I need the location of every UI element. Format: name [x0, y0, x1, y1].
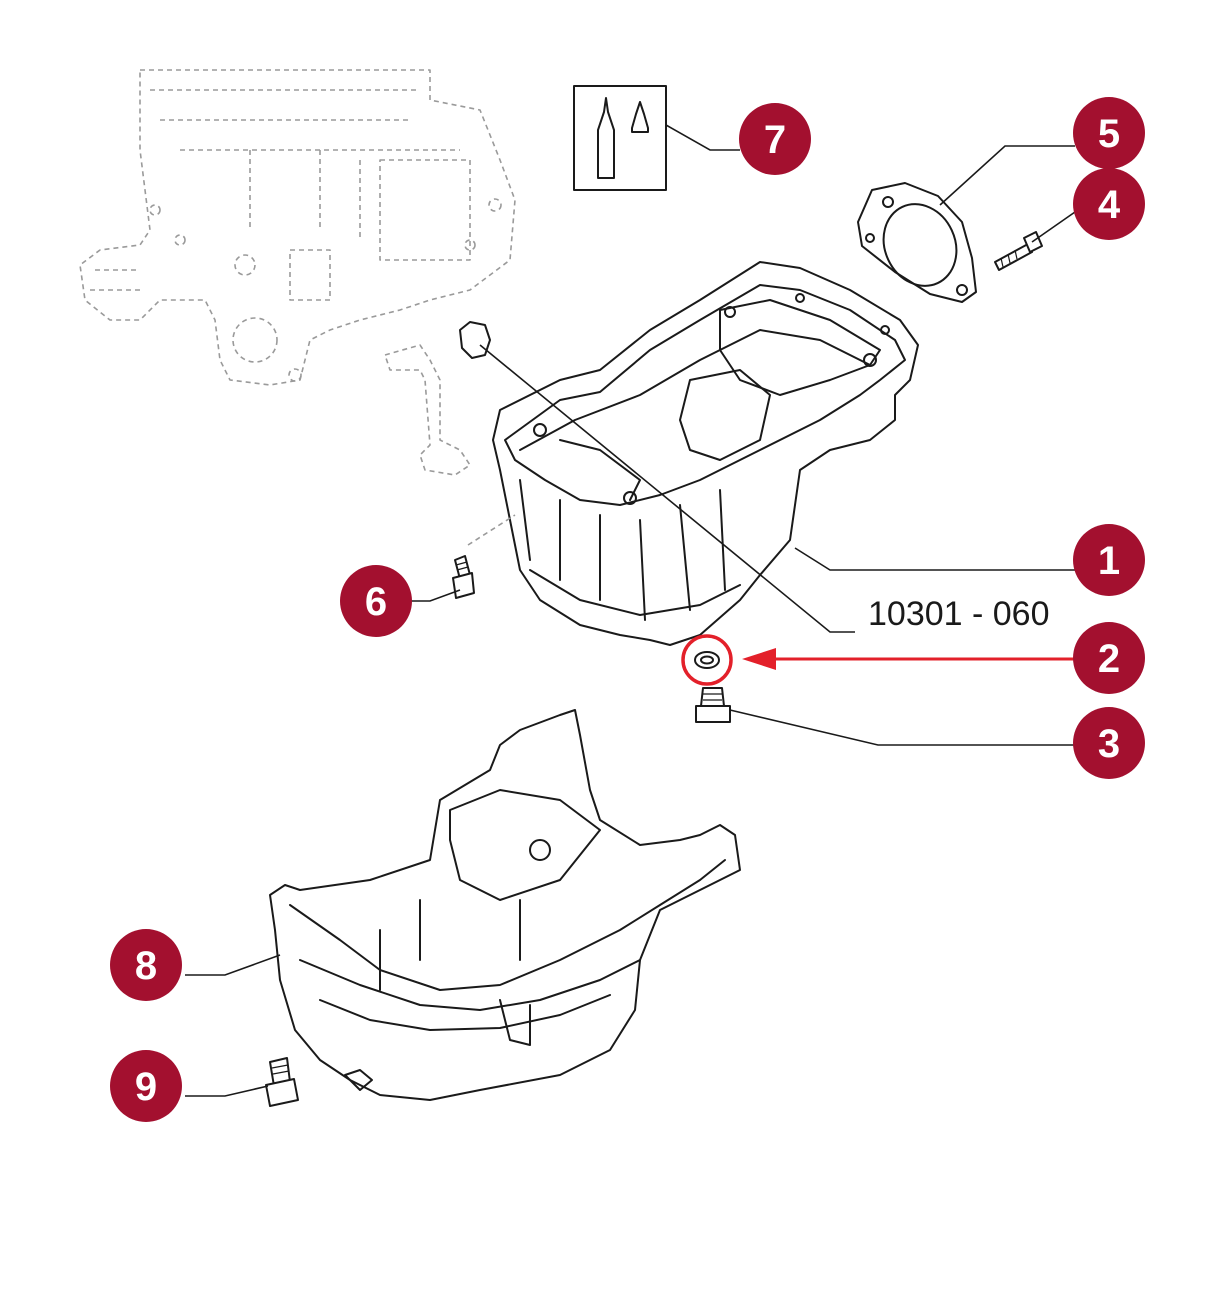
callout-badge-label: 8 — [135, 944, 157, 988]
callout-badge-4: 4 — [1073, 168, 1145, 240]
sealant-box — [573, 85, 667, 191]
callout-badge-circle — [1073, 97, 1145, 169]
washer-highlighted — [681, 634, 733, 686]
screw-small — [994, 231, 1043, 271]
callout-badges: 1 2 3 4 5 6 7 8 9 — [110, 97, 1145, 1122]
upper-oil-pan — [459, 261, 919, 646]
callout-badge-8: 8 — [110, 929, 182, 1001]
callout-badge-label: 9 — [135, 1065, 157, 1109]
leader-lines — [185, 124, 1076, 1097]
lower-oil-pan — [269, 709, 741, 1101]
callout-badge-label: 6 — [365, 580, 387, 624]
engine-block-outline — [79, 69, 516, 386]
bolt-flange — [452, 514, 516, 599]
dipstick-tube-outline — [384, 344, 471, 476]
callout-badge-label: 3 — [1098, 722, 1120, 766]
callout-badge-2: 2 — [1073, 622, 1145, 694]
callout-badge-circle — [1073, 622, 1145, 694]
callout-badge-1: 1 — [1073, 524, 1145, 596]
callout-badge-9: 9 — [110, 1050, 182, 1122]
bolt-lower — [265, 1057, 299, 1107]
callout-badge-5: 5 — [1073, 97, 1145, 169]
callout-badge-label: 4 — [1098, 183, 1121, 227]
callout-badge-circle — [1073, 707, 1145, 779]
callout-badge-label: 2 — [1098, 637, 1120, 681]
callout-badge-circle — [110, 929, 182, 1001]
callout-badge-label: 1 — [1098, 539, 1120, 583]
callout-badge-label: 5 — [1098, 112, 1120, 156]
reference-code: 10301 - 060 — [868, 595, 1050, 633]
callout-badge-7: 7 — [739, 103, 811, 175]
drain-plug — [695, 687, 731, 723]
callout-badge-circle — [340, 565, 412, 637]
highlight-arrow — [742, 648, 1075, 670]
callout-badge-6: 6 — [340, 565, 412, 637]
callout-badge-circle — [110, 1050, 182, 1122]
callout-badge-circle — [1073, 168, 1145, 240]
callout-badge-label: 7 — [764, 118, 786, 162]
callout-badge-circle — [1073, 524, 1145, 596]
callout-badge-3: 3 — [1073, 707, 1145, 779]
gasket-plate — [857, 182, 977, 303]
callout-badge-circle — [739, 103, 811, 175]
